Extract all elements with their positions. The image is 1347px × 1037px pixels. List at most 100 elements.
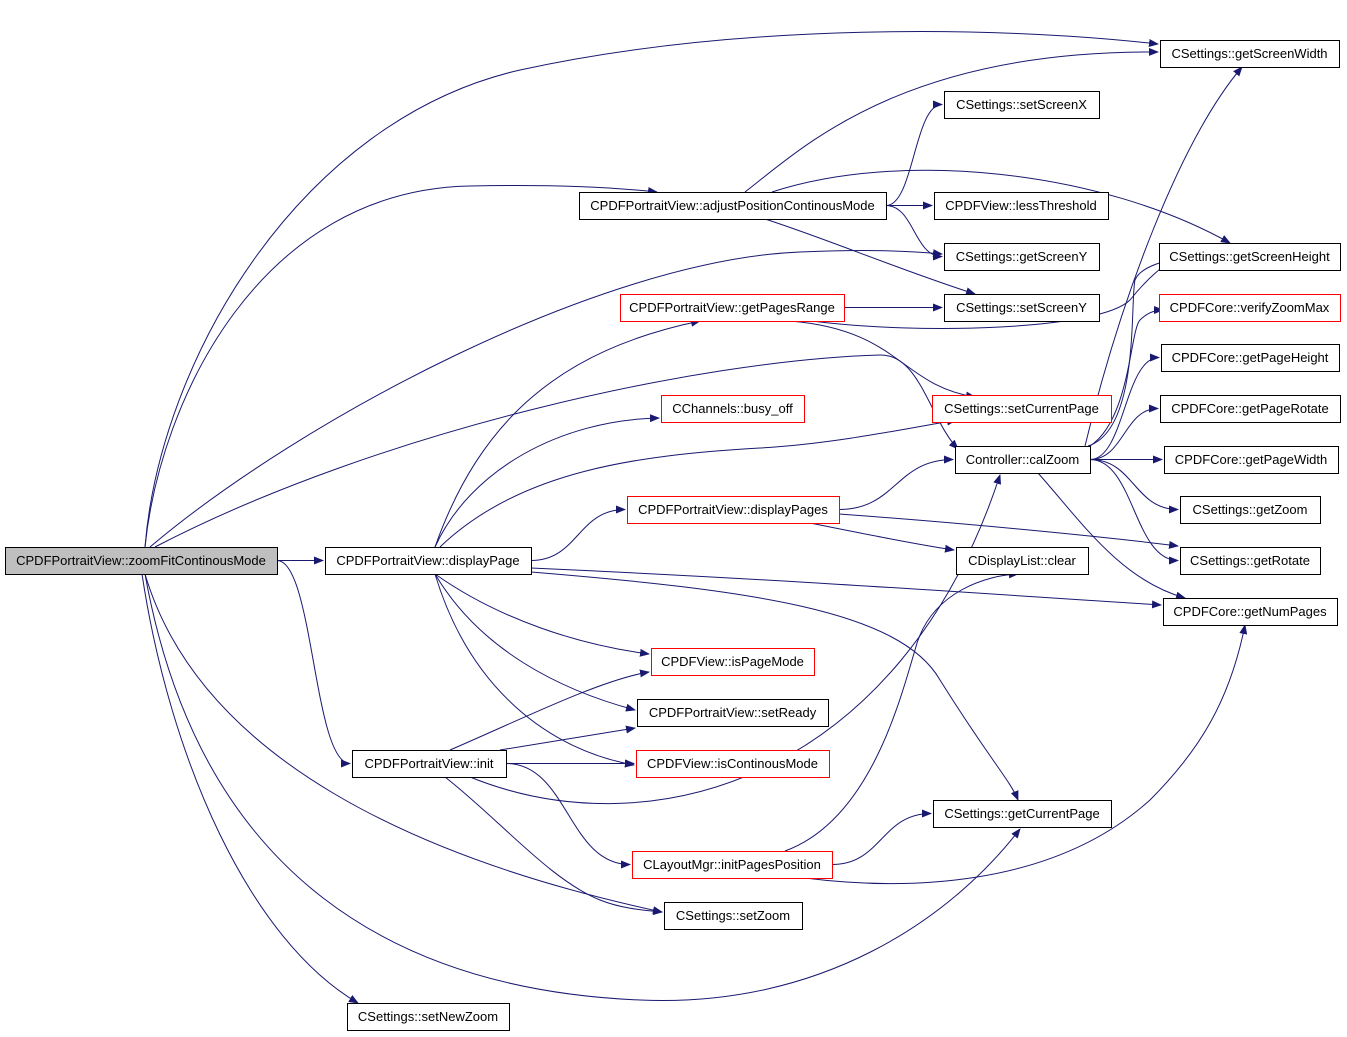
edge-initPagesPos-to-getNumPages: [804, 624, 1248, 885]
edge-adjustPos-to-getScreenY: [885, 205, 943, 261]
node-setNewZoom[interactable]: CSettings::setNewZoom: [347, 1003, 510, 1031]
edge-displayPage-to-busyOff: [434, 414, 660, 548]
edge-init-to-setReady: [499, 725, 636, 751]
edge-displayPages-to-getRotate: [838, 513, 1179, 549]
node-clear[interactable]: CDisplayList::clear: [956, 547, 1089, 575]
node-label: CPDFPortraitView::displayPage: [336, 553, 519, 568]
node-setScreenX[interactable]: CSettings::setScreenX: [944, 91, 1100, 119]
edge-calZoom-to-getNumPages: [1037, 472, 1186, 600]
edge-calZoom-to-getPageHeight: [1089, 353, 1160, 460]
edge-displayPage-to-getCurrentPage: [530, 571, 1019, 801]
node-label: CSettings::getCurrentPage: [944, 806, 1099, 821]
node-label: CPDFCore::getNumPages: [1173, 604, 1327, 619]
edge-adjustPos-to-setScreenY: [764, 218, 976, 296]
edge-zoomFit-to-getScreenWidth: [144, 31, 1159, 548]
node-box: [5, 547, 278, 575]
node-initPagesPos[interactable]: CLayoutMgr::initPagesPosition: [632, 851, 833, 879]
edges-layer: [141, 31, 1248, 1004]
node-label: CPDFPortraitView::adjustPositionContinou…: [590, 198, 874, 213]
node-label: CPDFPortraitView::zoomFitContinousMode: [16, 553, 266, 568]
node-adjustPos[interactable]: CPDFPortraitView::adjustPositionContinou…: [579, 192, 887, 220]
edge-zoomFit-to-getCurrentPage: [144, 573, 1021, 1002]
edge-calZoom-to-getScreenWidth: [1084, 66, 1243, 447]
node-box: [664, 902, 803, 930]
node-box: [944, 243, 1100, 271]
node-zoomFit[interactable]: CPDFPortraitView::zoomFitContinousMode: [5, 547, 278, 575]
node-box: [1160, 395, 1341, 423]
node-label: CPDFCore::getPageHeight: [1172, 350, 1329, 365]
node-label: CPDFCore::verifyZoomMax: [1170, 300, 1330, 315]
node-setScreenY[interactable]: CSettings::setScreenY: [944, 294, 1100, 322]
node-calZoom[interactable]: Controller::calZoom: [955, 446, 1091, 474]
edge-calZoom-to-getRotate: [1089, 459, 1179, 565]
node-box: [636, 750, 830, 778]
node-box: [1161, 344, 1340, 372]
edge-initPagesPos-to-getCurrentPage: [831, 809, 932, 865]
node-label: CSettings::setCurrentPage: [944, 401, 1099, 416]
node-box: [1163, 598, 1338, 626]
node-setReady[interactable]: CPDFPortraitView::setReady: [637, 699, 829, 727]
node-label: CSettings::getRotate: [1190, 553, 1310, 568]
edge-displayPage-to-setCurrentPage: [439, 417, 957, 548]
node-displayPage[interactable]: CPDFPortraitView::displayPage: [325, 547, 532, 575]
node-label: CPDFPortraitView::setReady: [649, 705, 817, 720]
edge-getPagesRange-to-setCurrentPage: [789, 320, 976, 400]
edge-displayPage-to-setReady: [434, 573, 636, 712]
node-getPageWidth[interactable]: CPDFCore::getPageWidth: [1164, 446, 1339, 474]
node-box: [325, 547, 532, 575]
node-setZoom[interactable]: CSettings::setZoom: [664, 902, 803, 930]
node-getCurrentPage[interactable]: CSettings::getCurrentPage: [933, 800, 1112, 828]
edge-displayPage-to-getPagesRange: [434, 318, 701, 548]
node-getZoom[interactable]: CSettings::getZoom: [1180, 496, 1321, 524]
node-box: [956, 547, 1089, 575]
node-label: CPDFView::isPageMode: [661, 654, 804, 669]
node-box: [627, 496, 840, 524]
node-isPageMode[interactable]: CPDFView::isPageMode: [651, 648, 815, 676]
node-getPageRotate[interactable]: CPDFCore::getPageRotate: [1160, 395, 1341, 423]
edge-adjustPos-to-getScreenHeight: [771, 169, 1231, 244]
node-box: [1159, 294, 1341, 322]
node-verifyZoomMax[interactable]: CPDFCore::verifyZoomMax: [1159, 294, 1341, 322]
node-label: CSettings::getScreenY: [956, 249, 1088, 264]
node-getScreenHeight[interactable]: CSettings::getScreenHeight: [1159, 243, 1341, 271]
node-box: [1180, 547, 1321, 575]
edge-zoomFit-to-adjustPos: [144, 184, 658, 548]
node-box: [637, 699, 829, 727]
node-lessThreshold[interactable]: CPDFView::lessThreshold: [934, 192, 1109, 220]
node-box: [632, 851, 833, 879]
node-setCurrentPage[interactable]: CSettings::setCurrentPage: [932, 395, 1112, 423]
edge-zoomFit-to-getScreenY: [149, 249, 943, 548]
node-box: [933, 800, 1112, 828]
node-getRotate[interactable]: CSettings::getRotate: [1180, 547, 1321, 575]
edge-displayPages-to-calZoom: [838, 455, 954, 510]
node-getScreenWidth[interactable]: CSettings::getScreenWidth: [1160, 40, 1340, 68]
node-box: [620, 294, 845, 322]
node-label: CSettings::setNewZoom: [358, 1009, 498, 1024]
node-label: CSettings::getScreenWidth: [1171, 46, 1327, 61]
node-label: CPDFPortraitView::displayPages: [638, 502, 828, 517]
node-box: [1159, 243, 1341, 271]
node-getScreenY[interactable]: CSettings::getScreenY: [944, 243, 1100, 271]
edge-displayPage-to-isPageMode: [434, 573, 650, 657]
edge-displayPage-to-getNumPages: [530, 567, 1162, 609]
node-label: CPDFView::lessThreshold: [945, 198, 1096, 213]
node-getPageHeight[interactable]: CPDFCore::getPageHeight: [1161, 344, 1340, 372]
node-box: [1164, 446, 1339, 474]
edge-displayPage-to-isContMode: [434, 573, 635, 768]
node-box: [955, 446, 1091, 474]
node-box: [651, 648, 815, 676]
node-init[interactable]: CPDFPortraitView::init: [352, 750, 507, 778]
node-label: CChannels::busy_off: [672, 401, 793, 416]
node-label: CDisplayList::clear: [968, 553, 1076, 568]
edge-initPagesPos-to-clear: [784, 570, 1019, 852]
node-busyOff[interactable]: CChannels::busy_off: [661, 395, 805, 423]
node-isContMode[interactable]: CPDFView::isContinousMode: [636, 750, 830, 778]
edge-adjustPos-to-setScreenX: [885, 100, 943, 206]
node-box: [352, 750, 507, 778]
node-getNumPages[interactable]: CPDFCore::getNumPages: [1163, 598, 1338, 626]
edge-calZoom-to-getScreenHeight: [1087, 257, 1173, 447]
node-label: CPDFView::isContinousMode: [647, 756, 818, 771]
node-getPagesRange[interactable]: CPDFPortraitView::getPagesRange: [620, 294, 845, 322]
node-displayPages[interactable]: CPDFPortraitView::displayPages: [627, 496, 840, 524]
